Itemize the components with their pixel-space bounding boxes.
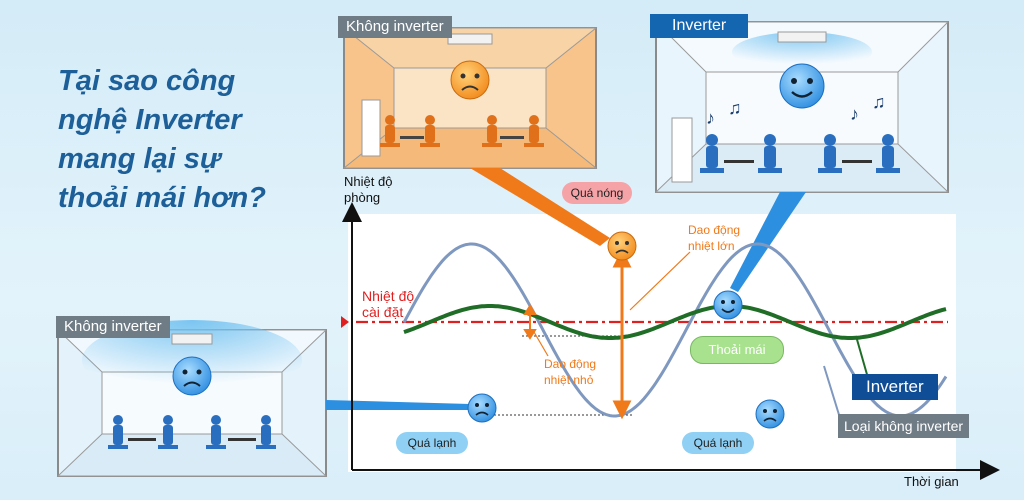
headline-line-1: Tại sao công [58, 65, 236, 97]
room-cold [56, 320, 328, 477]
face-trough-cold-2-icon [755, 399, 785, 429]
face-cold-icon [172, 356, 212, 396]
setpoint-label-line-2: cài đặt [362, 304, 404, 320]
big-swing-label-line-2: nhiệt lớn [688, 239, 735, 253]
y-axis-label: Nhiệt độ phòng [344, 174, 392, 206]
legend-leader-non-inverter [823, 365, 841, 419]
big-swing-label: Dao động nhiệt lớn [688, 222, 740, 254]
callout-pointer-comfort [730, 192, 806, 292]
svg-text:♪: ♪ [706, 108, 715, 128]
y-axis-label-line-1: Nhiệt độ [344, 174, 393, 189]
small-swing-leader [533, 331, 549, 357]
svg-text:♫: ♫ [872, 92, 886, 112]
room-hot [342, 27, 598, 169]
setpoint-label: Nhiệt độ cài đặt [362, 288, 414, 320]
small-swing-arrow [523, 304, 537, 340]
legend-leader-inverter [855, 335, 869, 379]
room-comfort: ♪ ♫ ♪ ♫ [654, 21, 950, 193]
setpoint-arrow-icon [341, 316, 349, 328]
setpoint-label-line-1: Nhiệt độ [362, 288, 415, 304]
headline-line-3: mang lại sự [58, 143, 221, 175]
ceiling-ac-icon [777, 31, 827, 43]
svg-text:♫: ♫ [728, 98, 742, 118]
face-happy-icon [779, 63, 825, 109]
room-comfort-tag: Inverter [650, 14, 749, 38]
svg-text:♪: ♪ [850, 104, 859, 124]
comfortable-badge: Thoải mái [690, 336, 784, 364]
x-axis-label: Thời gian [904, 474, 959, 489]
too-hot-badge: Quá nóng [562, 182, 632, 204]
door-icon [671, 117, 693, 183]
music-note-icon: ♪ ♫ ♪ ♫ [706, 92, 886, 128]
door-icon [361, 99, 381, 157]
y-axis-label-line-2: phòng [344, 190, 381, 205]
face-comfort-graph-icon [713, 290, 743, 320]
big-swing-arrow [612, 248, 632, 420]
callout-pointer-cold [326, 400, 470, 410]
room-cold-tag: Không inverter [56, 316, 170, 338]
people-hot-icon [380, 115, 544, 147]
face-hot-icon [450, 60, 490, 100]
small-swing-label: Dao động nhiệt nhỏ [544, 356, 596, 388]
big-swing-leader [629, 251, 691, 311]
headline: Tại sao công nghệ Inverter mang lại sự t… [58, 62, 318, 218]
callout-pointer-hot [470, 168, 610, 246]
headline-line-4: thoải mái hơn? [58, 182, 266, 214]
small-swing-label-line-2: nhiệt nhỏ [544, 373, 594, 387]
ceiling-ac-icon [447, 33, 493, 45]
big-swing-label-line-1: Dao động [688, 223, 741, 237]
face-trough-cold-icon [467, 393, 497, 423]
small-swing-label-line-1: Dao động [544, 357, 597, 371]
face-peak-hot-icon [607, 231, 637, 261]
legend-inverter: Inverter [852, 374, 938, 400]
too-cold-badge-1: Quá lạnh [396, 432, 468, 454]
legend-non-inverter: Loại không inverter [838, 414, 970, 438]
room-hot-tag: Không inverter [338, 16, 452, 38]
headline-line-2: nghệ Inverter [58, 104, 242, 136]
too-cold-badge-2: Quá lạnh [682, 432, 754, 454]
ceiling-ac-icon [171, 333, 213, 345]
people-cold-icon [108, 415, 276, 449]
people-comfort-icon [700, 134, 900, 173]
